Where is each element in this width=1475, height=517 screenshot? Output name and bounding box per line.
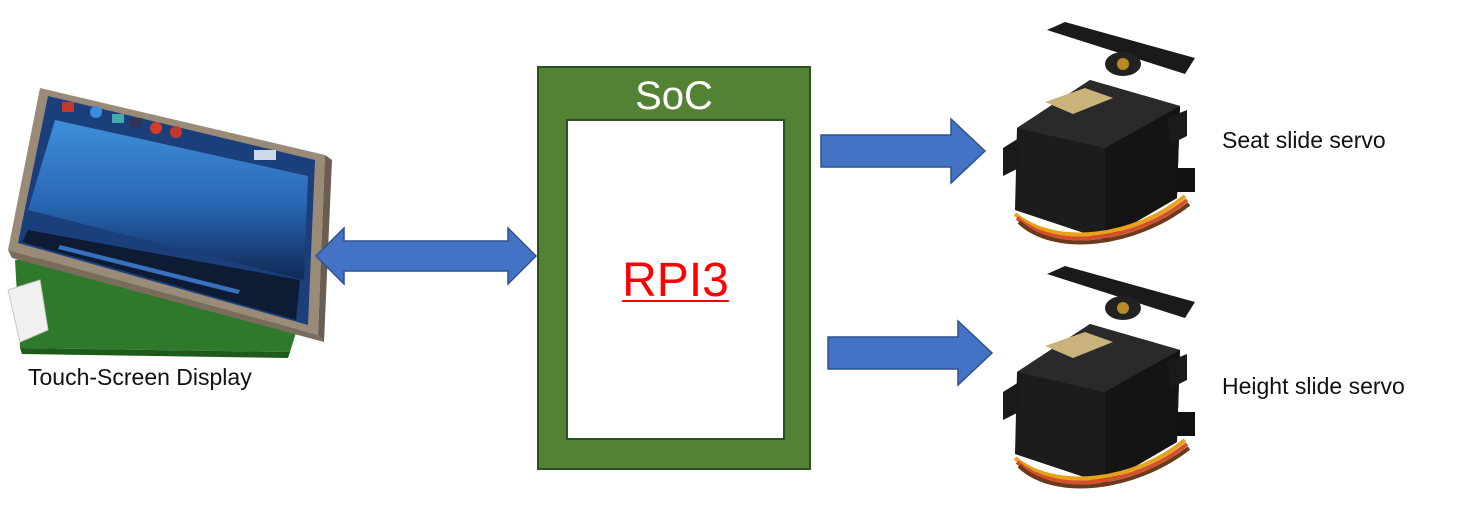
soc-block: SoC RPI3	[537, 66, 811, 470]
touch-screen-display-image	[0, 80, 340, 370]
seat-slide-servo-label: Seat slide servo	[1222, 127, 1386, 153]
rpi3-block: RPI3	[566, 119, 785, 440]
arrow-to-height-servo	[826, 319, 996, 387]
rpi3-label: RPI3	[622, 254, 729, 307]
touch-screen-display-label: Touch-Screen Display	[28, 364, 252, 390]
height-slide-servo-label: Height slide servo	[1222, 373, 1405, 399]
bidirectional-arrow	[314, 225, 538, 287]
servo-motor-image	[995, 262, 1195, 492]
servo-motor-image	[995, 18, 1195, 248]
arrow-to-seat-servo	[819, 117, 989, 185]
soc-title: SoC	[635, 74, 713, 118]
